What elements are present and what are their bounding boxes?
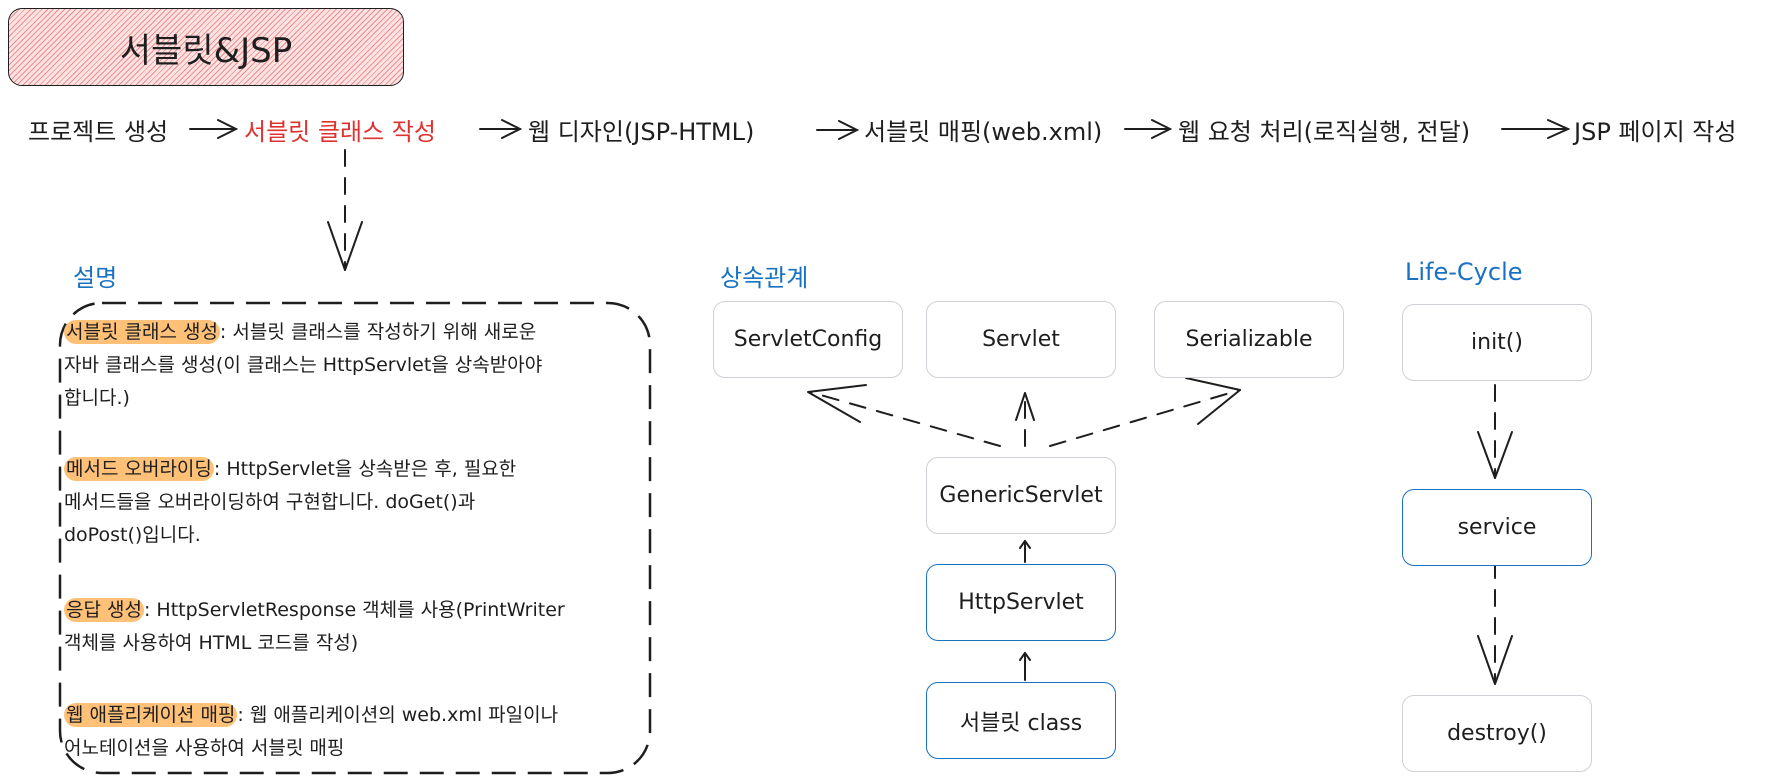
arrowhead-servletconfig — [807, 384, 867, 423]
flow-step-request-handling: 웹 요청 처리(로직실행, 전달) — [1178, 118, 1471, 146]
flow-step-servlet-mapping: 서블릿 매핑(web.xml) — [864, 118, 1103, 146]
node-genericservlet: GenericServlet — [926, 457, 1116, 534]
node-label: HttpServlet — [958, 590, 1084, 615]
description-text: 자바 클래스를 생성(이 클래스는 HttpServlet을 상속받아야 — [64, 354, 543, 376]
flow-step-jsp-page: JSP 페이지 작성 — [1574, 118, 1737, 146]
description-text: : HttpServlet을 상속받은 후, 필요한 — [213, 458, 517, 480]
description-text: 메서드들을 오버라이딩하여 구현합니다. doGet()과 — [64, 491, 476, 513]
arrowhead-desc — [327, 221, 363, 271]
node-label: 서블릿 class — [959, 710, 1083, 736]
description-item-3: 응답 생성: HttpServletResponse 객체를 사용(PrintW… — [64, 594, 565, 660]
description-container-border — [58, 301, 652, 775]
arrowhead-serializable — [1185, 377, 1241, 425]
term-highlight: 메서드 오버라이딩 — [64, 457, 214, 481]
arrowhead-destroy — [1477, 635, 1513, 685]
flow-step-web-design: 웹 디자인(JSP-HTML) — [528, 118, 755, 146]
node-label: Serializable — [1185, 327, 1313, 352]
description-text: 합니다.) — [64, 387, 130, 409]
term-highlight: 응답 생성 — [64, 598, 144, 622]
node-label: destroy() — [1447, 721, 1547, 746]
description-item-1: 서블릿 클래스 생성: 서블릿 클래스를 작성하기 위해 새로운 자바 클래스를… — [64, 316, 542, 415]
description-text: 어노테이션을 사용하여 서블릿 매핑 — [64, 737, 345, 759]
flow-arrow-1 — [189, 119, 239, 139]
description-text: : 웹 애플리케이션의 web.xml 파일이나 — [237, 704, 559, 726]
node-init: init() — [1402, 304, 1592, 381]
description-item-2: 메서드 오버라이딩: HttpServlet을 상속받은 후, 필요한 메서드들… — [64, 453, 516, 552]
node-service: service — [1402, 489, 1592, 566]
arrowhead-service — [1477, 431, 1513, 479]
flow-arrow-3 — [816, 120, 860, 140]
term-highlight: 웹 애플리케이션 매핑 — [64, 703, 238, 727]
node-label: Servlet — [982, 327, 1060, 352]
description-text: doPost()입니다. — [64, 524, 201, 546]
description-label: 설명 — [73, 264, 118, 292]
node-servlet: Servlet — [926, 301, 1116, 378]
node-label: GenericServlet — [939, 483, 1103, 508]
node-label: ServletConfig — [733, 327, 883, 352]
arrowhead-servlet — [1015, 392, 1035, 421]
inheritance-label: 상속관계 — [720, 264, 809, 292]
description-text: : 서블릿 클래스를 작성하기 위해 새로운 — [219, 321, 537, 343]
edge-generic-servletconfig — [809, 391, 1001, 447]
lifecycle-label: Life-Cycle — [1405, 258, 1523, 286]
node-servlet-class: 서블릿 class — [926, 682, 1116, 759]
flow-arrow-5 — [1501, 119, 1571, 139]
node-httpservlet: HttpServlet — [926, 564, 1116, 641]
term-highlight: 서블릿 클래스 생성 — [64, 320, 220, 344]
flow-step-servlet-class: 서블릿 클래스 작성 — [244, 118, 436, 146]
node-servletconfig: ServletConfig — [713, 301, 903, 378]
node-label: init() — [1471, 330, 1523, 355]
edge-generic-serializable — [1049, 389, 1241, 447]
node-destroy: destroy() — [1402, 695, 1592, 772]
node-label: service — [1457, 515, 1537, 540]
node-serializable: Serializable — [1154, 301, 1344, 378]
page-title: 서블릿&JSP — [119, 30, 293, 71]
flow-arrow-4 — [1124, 119, 1173, 139]
description-text: : HttpServletResponse 객체를 사용(PrintWriter — [143, 599, 565, 621]
flow-arrow-2 — [479, 119, 523, 139]
description-item-4: 웹 애플리케이션 매핑: 웹 애플리케이션의 web.xml 파일이나 어노테이… — [64, 699, 558, 765]
flow-step-project: 프로젝트 생성 — [28, 118, 169, 146]
description-text: 객체를 사용하여 HTML 코드를 작성) — [64, 632, 359, 654]
title-box: 서블릿&JSP — [8, 8, 404, 86]
